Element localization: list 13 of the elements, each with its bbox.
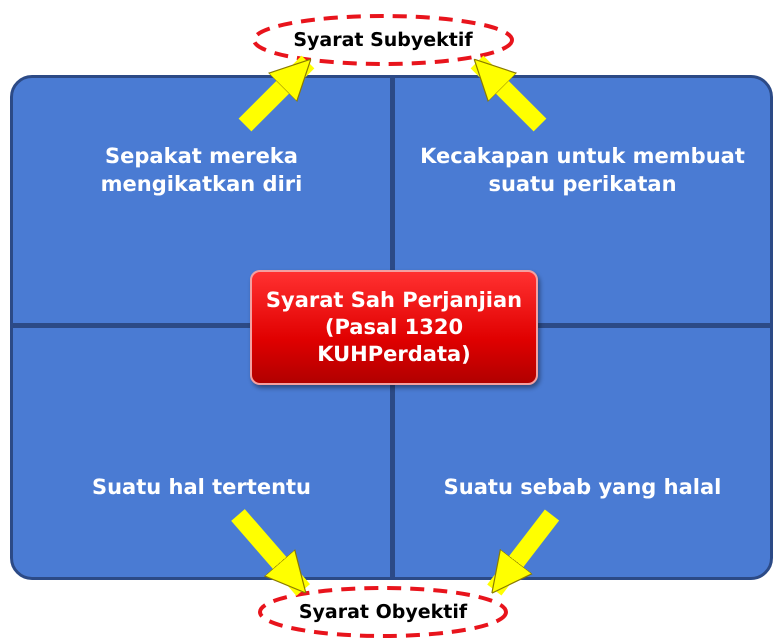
ellipse-label: Syarat Obyektif: [298, 600, 468, 624]
box-text: Suatu hal tertentu: [92, 474, 312, 501]
box-text: Sepakat mereka mengikatkan diri: [100, 143, 304, 198]
box-text: Syarat Sah Perjanjian (Pasal 1320 KUHPerdata): [264, 286, 524, 368]
block-arrow: [470, 56, 546, 132]
center-box: [250, 270, 538, 385]
dashed-ellipse: [252, 14, 514, 66]
box-text: Kecakapan untuk membuat suatu perikatan: [419, 143, 746, 198]
dashed-ellipse: [258, 586, 508, 638]
box-text: Suatu sebab yang halal: [444, 474, 722, 501]
block-arrow: [231, 509, 310, 596]
ellipse-label: Syarat Subyektif: [293, 28, 473, 52]
block-arrow: [487, 510, 560, 596]
